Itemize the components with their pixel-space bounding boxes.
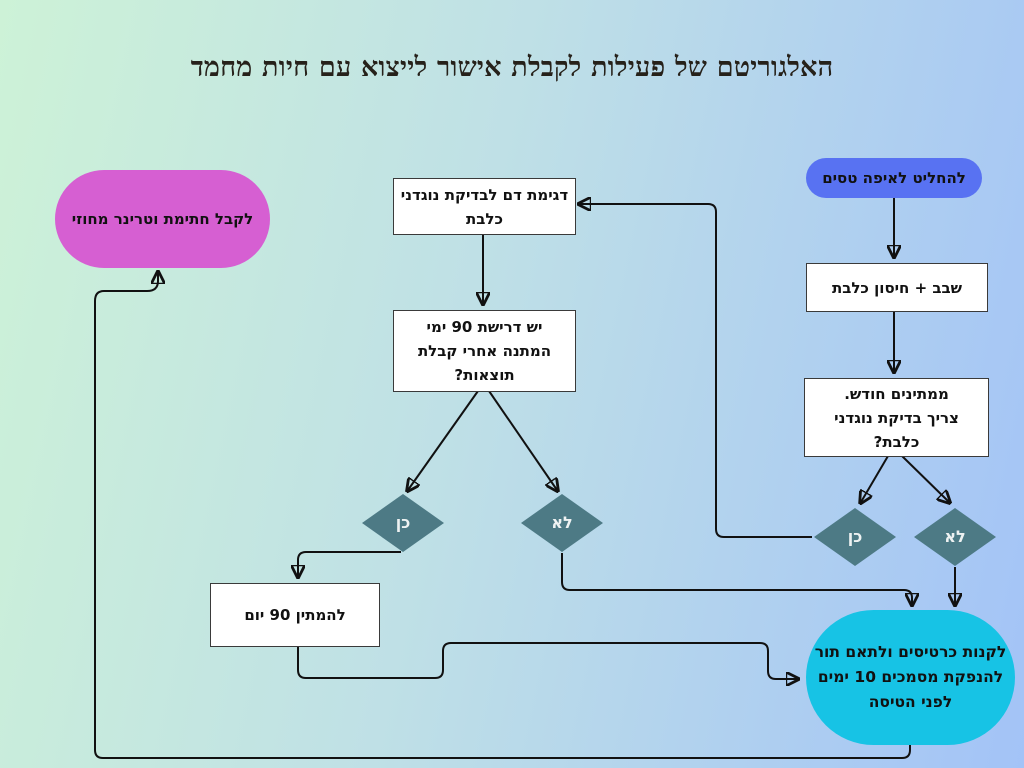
node-wait-90-days: להמתין 90 יום [210,583,380,647]
node-label: להחליט לאיפה טסים [822,169,966,187]
connector-wait-90-to-buy-tickets [297,642,797,679]
page-title: האלגוריטם של פעילות לקבלת אישור לייצוא ע… [190,52,834,83]
node-vet-signature: לקבל חתימת וטרינר מחוזי [55,170,270,268]
node-label: לקנות כרטיסים ולתאם תור להנפקת מסמכים 10… [814,643,1007,711]
connector-buy-tickets-to-vet-signature [94,273,911,759]
node-label: לא [551,513,573,533]
node-label: שבב + חיסון כלבת [831,278,963,297]
connector-wait-month-to-no-right [901,455,949,502]
node-label: כן [847,527,863,547]
node-wait-requirement-question: יש דרישת 90 ימי המתנה אחרי קבלת תוצאות? [393,310,576,392]
node-chip-vaccine: שבב + חיסון כלבת [806,263,988,312]
node-blood-sample: דגימת דם לבדיקת נוגדני כלבת [393,178,576,235]
connector-yes-mid-to-wait-90 [298,551,401,576]
connector-no-mid-to-buy-tickets [561,553,912,604]
node-label: לא [944,527,966,547]
node-label: כן [395,513,411,533]
node-label: דגימת דם לבדיקת נוגדני כלבת [400,185,569,228]
node-start-decide-destination: להחליט לאיפה טסים [806,158,982,198]
connector-wait-requirement-to-no-mid [488,390,557,490]
connector-yes-right-to-blood-sample [580,204,812,538]
node-label: ממתינים חודש. צריך בדיקת נוגדני כלבת? [834,384,959,451]
node-label: לקבל חתימת וטרינר מחוזי [71,210,254,228]
connector-wait-requirement-to-yes-mid [408,390,479,490]
connector-wait-month-to-yes-right [861,455,889,502]
node-label: יש דרישת 90 ימי המתנה אחרי קבלת תוצאות? [417,318,552,384]
node-label: להמתין 90 יום [244,606,346,624]
node-wait-month-question: ממתינים חודש. צריך בדיקת נוגדני כלבת? [804,378,989,457]
node-buy-tickets: לקנות כרטיסים ולתאם תור להנפקת מסמכים 10… [806,610,1015,745]
